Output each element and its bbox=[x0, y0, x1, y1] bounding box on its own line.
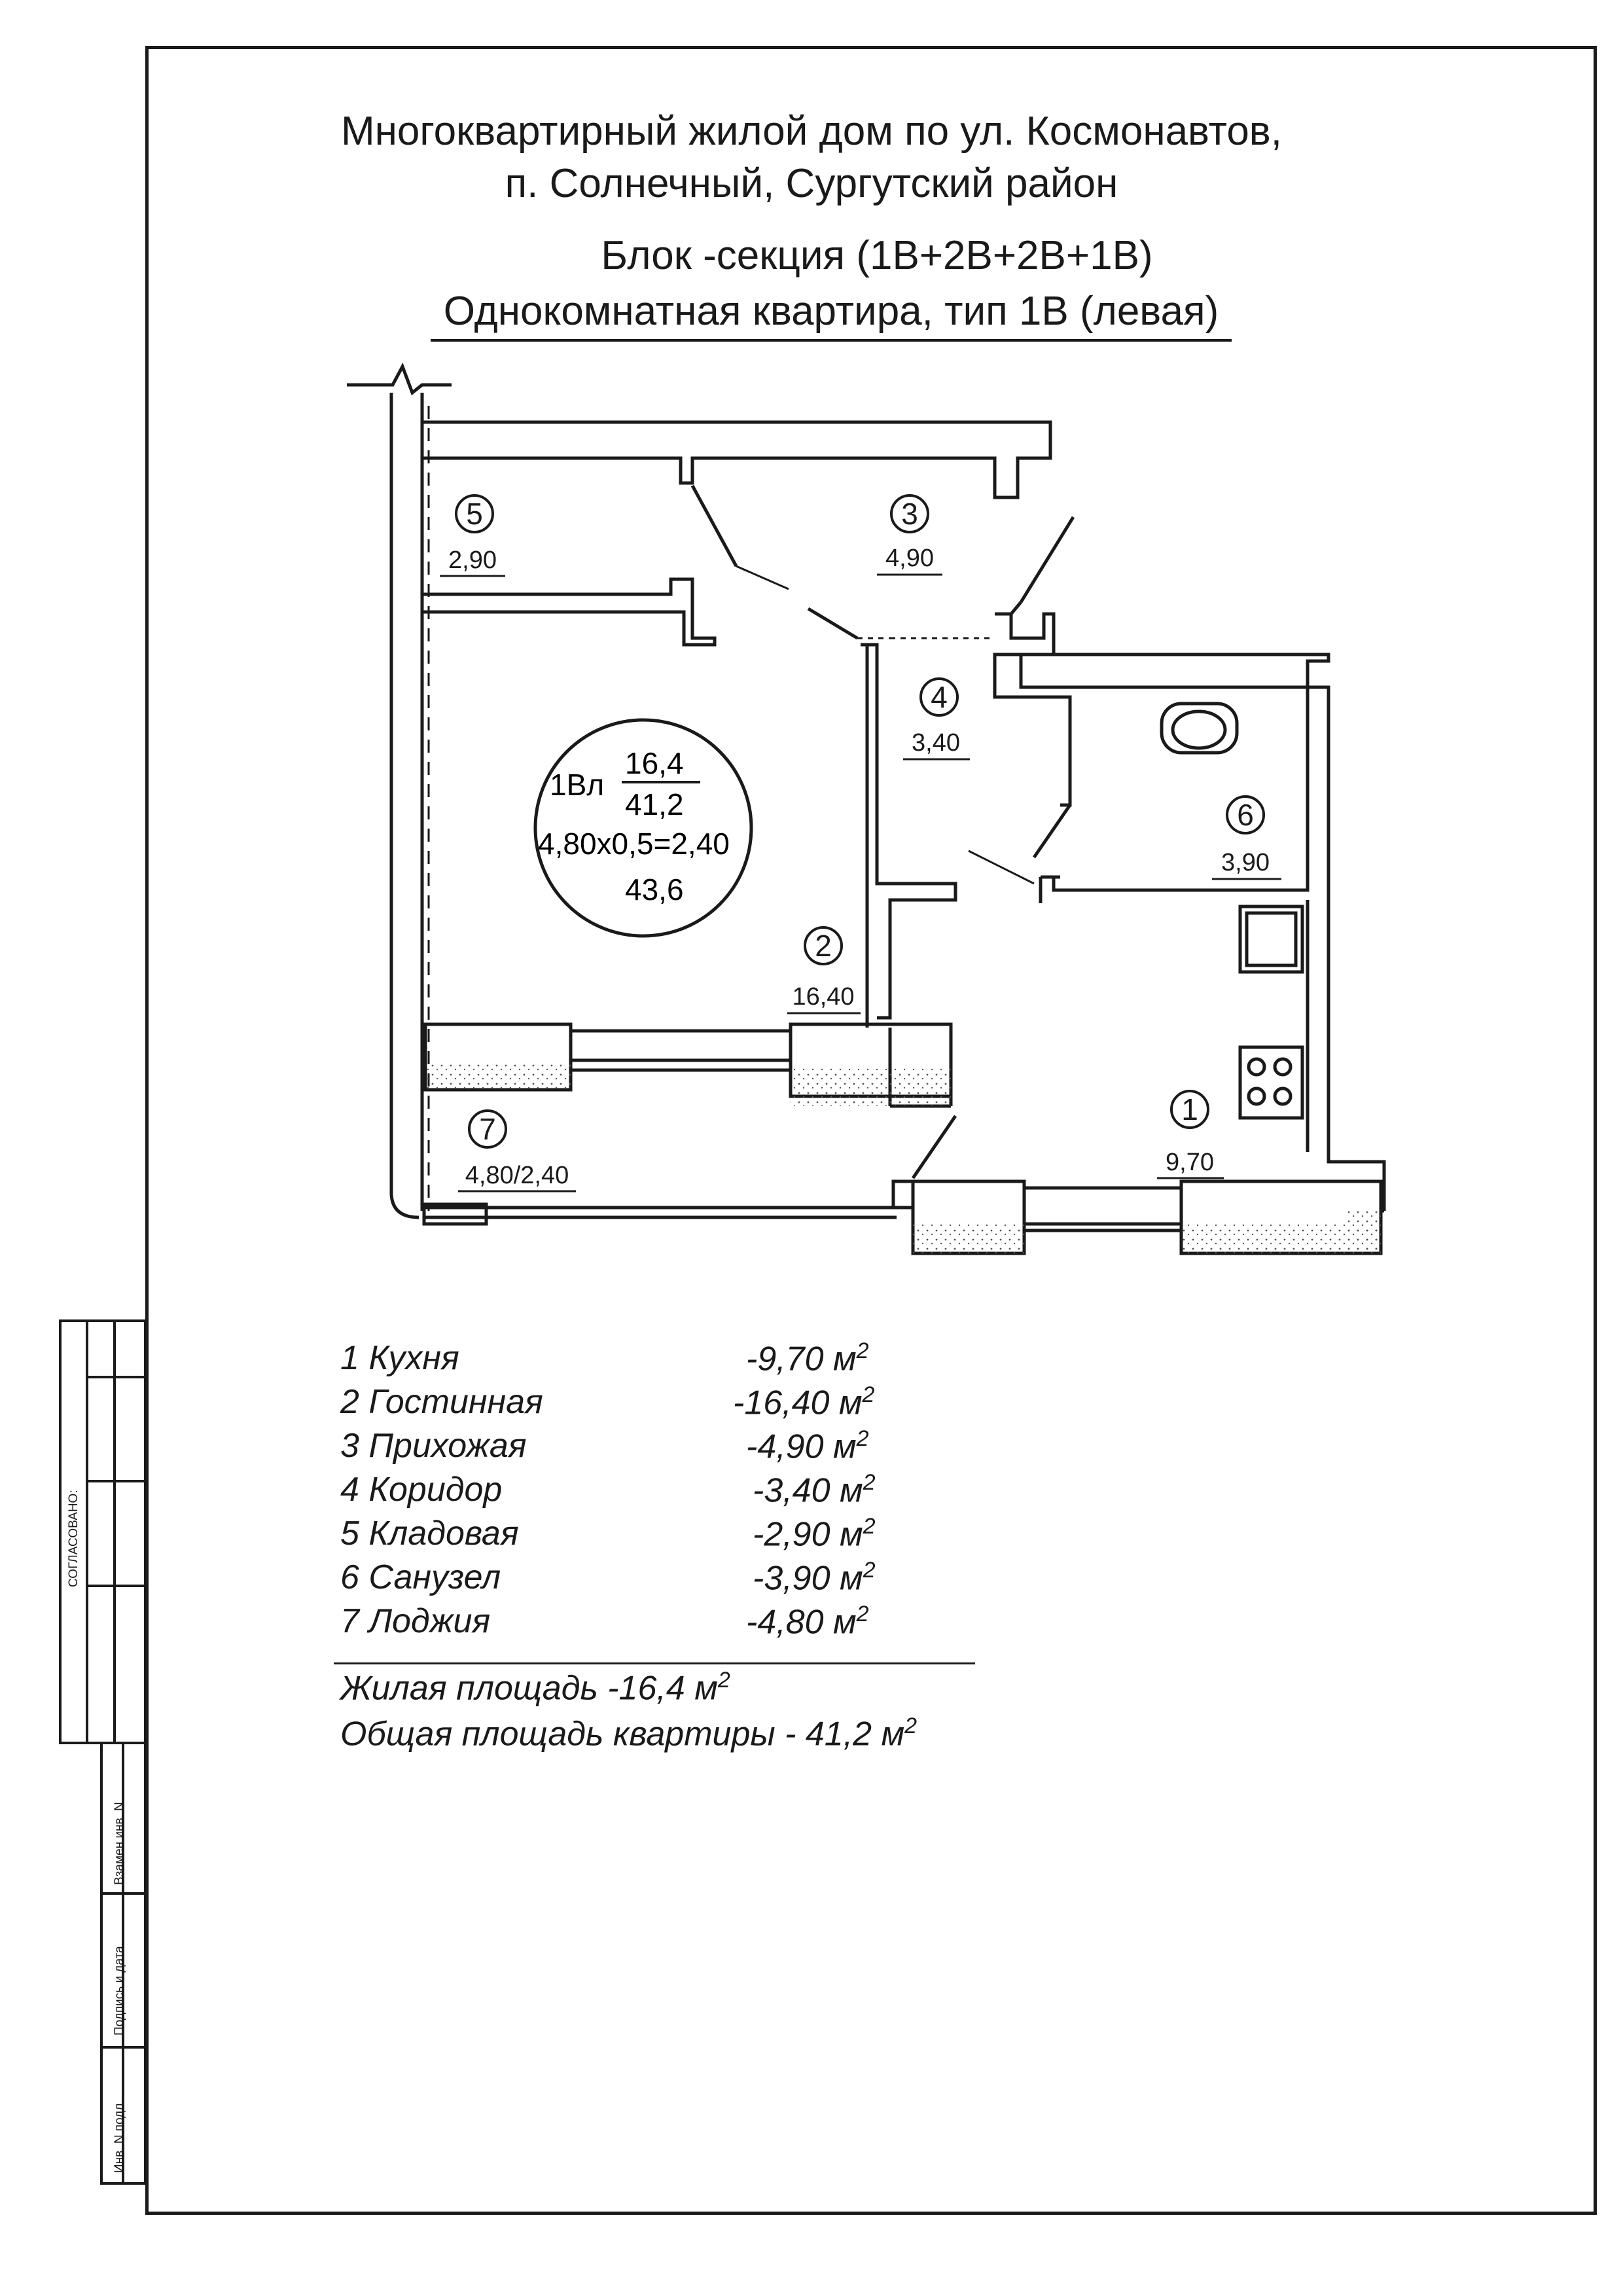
room-2-area: 16,40 bbox=[792, 983, 854, 1011]
stamp-sign-date-label: Подпись и дата bbox=[113, 1946, 126, 2036]
list-item: 2 Гостинная -16,40 м2 bbox=[340, 1382, 982, 1426]
living-area-total: Жилая площадь -16,4 м2 bbox=[340, 1668, 730, 1708]
list-item: 7 Лоджия -4,80 м2 bbox=[340, 1602, 982, 1645]
room-7-area: 4,80/2,40 bbox=[465, 1162, 569, 1189]
room-area: -4,90 м2 bbox=[746, 1426, 869, 1466]
room-5-number: 5 bbox=[466, 497, 483, 531]
room-1-number: 1 bbox=[1181, 1092, 1198, 1126]
room-6-number: 6 bbox=[1237, 798, 1254, 832]
room-marker-3: 3 4,90 bbox=[877, 494, 942, 576]
room-4-number: 4 bbox=[931, 680, 948, 714]
room-marker-4: 4 3,40 bbox=[903, 677, 970, 761]
room-area: -16,40 м2 bbox=[733, 1382, 875, 1422]
room-6-area: 3,90 bbox=[1221, 849, 1270, 876]
summary-separator bbox=[334, 1662, 975, 1664]
apartment-badge bbox=[533, 718, 753, 938]
room-name: 5 Кладовая bbox=[340, 1515, 519, 1552]
title-line-1: Многоквартирный жилой дом по ул. Космона… bbox=[341, 109, 1282, 154]
stamp-inv-orig-label: Инв. N подл. bbox=[113, 2100, 126, 2173]
stamp-agreed-label: СОГЛАСОВАНО: bbox=[67, 1490, 80, 1587]
room-2-number: 2 bbox=[815, 929, 832, 963]
room-area: -2,90 м2 bbox=[753, 1514, 876, 1554]
area-summary: Жилая площадь -16,4 м2 Общая площадь ква… bbox=[340, 1668, 917, 1759]
room-area: -9,70 м2 bbox=[746, 1338, 869, 1378]
badge-total: 41,2 bbox=[625, 787, 684, 821]
room-name: 7 Лоджия bbox=[340, 1602, 491, 1640]
list-item: 1 Кухня -9,70 м2 bbox=[340, 1338, 982, 1382]
room-area: -4,80 м2 bbox=[746, 1602, 869, 1641]
room-3-number: 3 bbox=[901, 497, 918, 531]
list-item: 6 Санузел -3,90 м2 bbox=[340, 1558, 982, 1602]
total-area: Общая площадь квартиры - 41,2 м2 bbox=[340, 1713, 918, 1753]
title-line-2: п. Солнечный, Сургутский район bbox=[505, 161, 1118, 206]
stamp-inv-replace-label: Взамен инв. N bbox=[113, 1802, 126, 1885]
room-name: 3 Прихожая bbox=[340, 1427, 527, 1465]
apartment-type-text: Однокомнатная квартира, тип 1В (левая) bbox=[430, 289, 1232, 342]
room-7-number: 7 bbox=[479, 1112, 496, 1146]
room-1-area: 9,70 bbox=[1166, 1149, 1214, 1176]
room-marker-2: 2 16,40 bbox=[787, 926, 861, 1014]
room-name: 4 Коридор bbox=[340, 1471, 503, 1509]
room-5-area: 2,90 bbox=[448, 547, 497, 574]
badge-living: 16,4 bbox=[625, 746, 684, 780]
room-marker-1: 1 9,70 bbox=[1157, 1090, 1224, 1179]
room-marker-5: 5 2,90 bbox=[440, 494, 505, 577]
list-item: 4 Коридор -3,40 м2 bbox=[340, 1470, 982, 1514]
drawing-frame bbox=[145, 46, 1597, 2215]
room-name: 2 Гостинная bbox=[340, 1383, 543, 1421]
room-marker-6: 6 3,90 bbox=[1212, 795, 1281, 880]
badge-loggia-calc: 4,80х0,5=2,40 bbox=[538, 827, 730, 861]
room-name: 1 Кухня bbox=[340, 1339, 459, 1377]
badge-code: 1Вл bbox=[550, 768, 604, 802]
room-area: -3,90 м2 bbox=[753, 1558, 876, 1598]
room-3-area: 4,90 bbox=[885, 545, 934, 572]
badge-total-with-loggia: 43,6 bbox=[625, 872, 684, 906]
room-marker-7: 7 4,80/2,40 bbox=[458, 1109, 576, 1193]
apartment-type-title: Однокомнатная квартира, тип 1В (левая) bbox=[0, 288, 1623, 342]
block-section-title: Блок -секция (1В+2В+2В+1В) bbox=[601, 233, 1153, 278]
room-area: -3,40 м2 bbox=[753, 1470, 876, 1510]
list-item: 5 Кладовая -2,90 м2 bbox=[340, 1514, 982, 1558]
room-4-area: 3,40 bbox=[912, 729, 960, 757]
room-area-list: 1 Кухня -9,70 м2 2 Гостинная -16,40 м2 3… bbox=[340, 1338, 982, 1645]
room-name: 6 Санузел bbox=[340, 1558, 501, 1596]
list-item: 3 Прихожая -4,90 м2 bbox=[340, 1426, 982, 1470]
